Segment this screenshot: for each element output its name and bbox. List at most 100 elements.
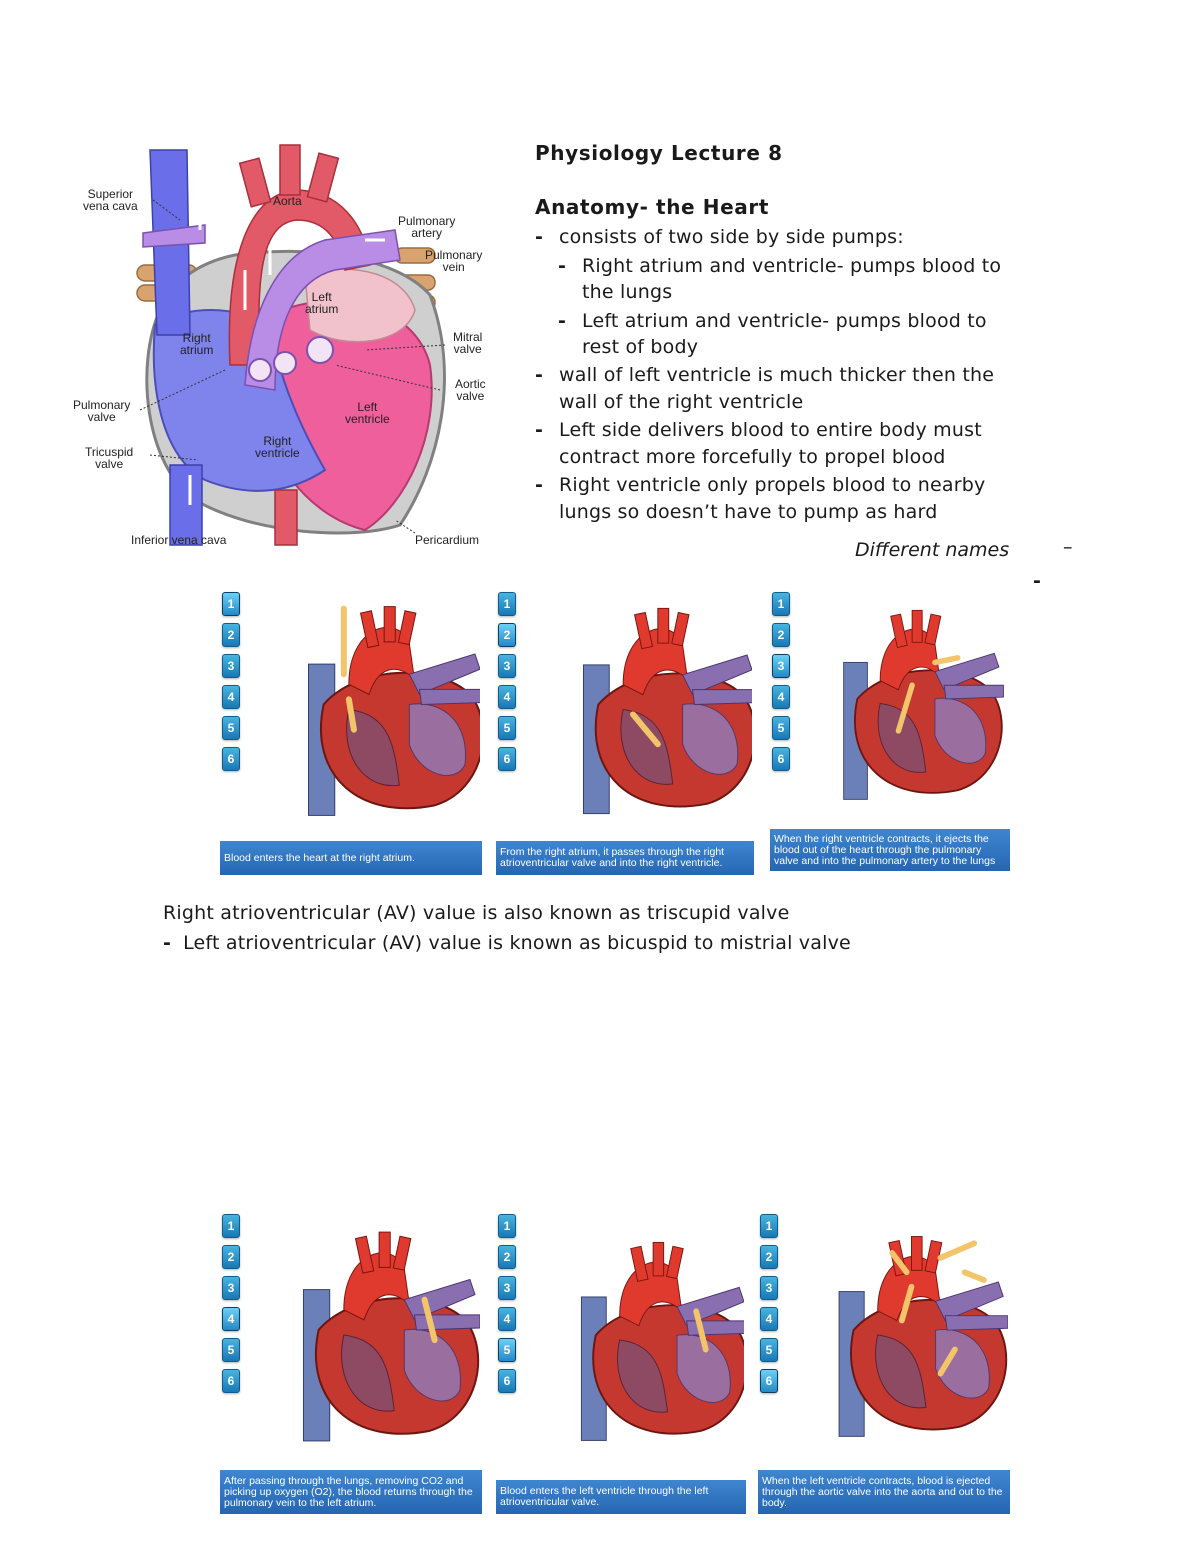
flow-arrow: [937, 1346, 958, 1377]
label-right-ventricle: Right ventricle: [255, 434, 300, 460]
heart-step-illustration: [308, 605, 480, 816]
step-2-button[interactable]: 2: [772, 623, 790, 647]
flow-arrow: [932, 655, 961, 666]
bullet-continuation: the lungs: [582, 281, 673, 303]
bullet-continuation: rest of body: [582, 336, 699, 358]
dash-mark: –: [1063, 536, 1073, 558]
step-button-column: 1 2 3 4 5 6: [496, 1210, 518, 1514]
step-6-button[interactable]: 6: [772, 747, 790, 771]
step-3-button[interactable]: 3: [222, 654, 240, 678]
bullet-item: -Left side delivers blood to entire body…: [535, 419, 982, 441]
step-caption: After passing through the lungs, removin…: [220, 1470, 482, 1514]
flow-arrow: [345, 696, 357, 733]
step-3-button[interactable]: 3: [222, 1276, 240, 1300]
flow-arrow: [630, 711, 661, 748]
bullet-continuation: lungs so doesn’t have to pump as hard: [559, 501, 938, 523]
step-6-button[interactable]: 6: [498, 747, 516, 771]
step-2-button[interactable]: 2: [498, 1245, 516, 1269]
step-1-button[interactable]: 1: [498, 592, 516, 616]
section-heading: Anatomy- the Heart: [535, 195, 770, 219]
label-left-ventricle: Left ventricle: [345, 400, 390, 426]
step-3-button[interactable]: 3: [498, 1276, 516, 1300]
flow-arrow: [421, 1296, 438, 1344]
flow-arrow: [889, 1250, 910, 1276]
step-5-button[interactable]: 5: [498, 1338, 516, 1362]
step-button-column: 1 2 3 4 5 6: [758, 1210, 780, 1514]
step-6-button[interactable]: 6: [760, 1369, 778, 1393]
step-1-button[interactable]: 1: [498, 1214, 516, 1238]
step-4-button[interactable]: 4: [772, 685, 790, 709]
step-5-button[interactable]: 5: [498, 716, 516, 740]
label-tricuspid-valve: Tricuspid valve: [85, 445, 134, 471]
step-3-button[interactable]: 3: [760, 1276, 778, 1300]
left-av-valve-note: -Left atrioventricular (AV) value is kno…: [163, 932, 851, 954]
step-2-button[interactable]: 2: [498, 623, 516, 647]
step-5-button[interactable]: 5: [222, 1338, 240, 1362]
step-caption: Blood enters the left ventricle through …: [496, 1480, 746, 1514]
step-5-button[interactable]: 5: [222, 716, 240, 740]
step-button-column: 1 2 3 4 5 6: [220, 1210, 242, 1514]
label-aortic-valve: Aortic valve: [455, 377, 486, 403]
step-button-column: 1 2 3 4 5 6: [496, 588, 518, 875]
step-1-button[interactable]: 1: [222, 1214, 240, 1238]
step-caption: Blood enters the heart at the right atri…: [220, 841, 482, 875]
step-3-button[interactable]: 3: [498, 654, 516, 678]
step-caption: When the left ventricle contracts, blood…: [758, 1470, 1010, 1514]
step-caption: When the right ventricle contracts, it e…: [770, 829, 1010, 871]
label-left-atrium: Left atrium: [305, 290, 339, 316]
step-4-button[interactable]: 4: [760, 1307, 778, 1331]
heart-step-illustration: [302, 1231, 480, 1442]
bullet-item: -consists of two side by side pumps:: [535, 226, 904, 248]
step-6-button[interactable]: 6: [222, 747, 240, 771]
flow-arrow: [895, 682, 915, 734]
heart-step-illustration: [843, 609, 1004, 800]
step-caption: From the right atrium, it passes through…: [496, 841, 754, 875]
right-av-valve-note: Right atrioventricular (AV) value is als…: [163, 902, 790, 924]
label-pulmonary-valve: Pulmonary valve: [73, 398, 131, 424]
flow-arrow: [898, 1283, 915, 1324]
step-2-button[interactable]: 2: [222, 623, 240, 647]
step-button-column: 1 2 3 4 5 6: [770, 588, 792, 871]
step-1-button[interactable]: 1: [772, 592, 790, 616]
label-pericardium: Pericardium: [415, 533, 480, 547]
flow-arrow: [693, 1308, 709, 1353]
bullet-item: -Left atrium and ventricle- pumps blood …: [558, 310, 987, 332]
step-4-button[interactable]: 4: [498, 1307, 516, 1331]
step-1-button[interactable]: 1: [222, 592, 240, 616]
label-right-atrium: Right atrium: [180, 331, 214, 357]
label-superior-vena-cava: Superior vena cava: [83, 187, 138, 213]
step-2-button[interactable]: 2: [222, 1245, 240, 1269]
step-6-button[interactable]: 6: [498, 1369, 516, 1393]
flow-arrow: [937, 1240, 978, 1261]
lecture-title: Physiology Lecture 8: [535, 141, 783, 165]
label-aorta: Aorta: [273, 194, 302, 208]
step-6-button[interactable]: 6: [222, 1369, 240, 1393]
label-pulmonary-vein: Pulmonary vein: [425, 248, 483, 274]
step-5-button[interactable]: 5: [772, 716, 790, 740]
bullet-continuation: contract more forcefully to propel blood: [559, 446, 946, 468]
heart-anatomy-diagram: Superior vena cava Aorta Pulmonary arter…: [65, 135, 505, 555]
step-4-button[interactable]: 4: [222, 1307, 240, 1331]
heart-step-illustration: [580, 1241, 744, 1441]
bullet-item: -Right atrium and ventricle- pumps blood…: [558, 255, 1002, 277]
step-4-button[interactable]: 4: [222, 685, 240, 709]
step-5-button[interactable]: 5: [760, 1338, 778, 1362]
heart-step-illustration: [838, 1236, 1008, 1437]
step-2-button[interactable]: 2: [760, 1245, 778, 1269]
label-mitral-valve: Mitral valve: [453, 330, 483, 356]
step-3-button[interactable]: 3: [772, 654, 790, 678]
label-inferior-vena-cava: Inferior vena cava: [131, 533, 227, 547]
bullet-item: -Right ventricle only propels blood to n…: [535, 474, 986, 496]
flow-arrow: [961, 1269, 987, 1283]
step-4-button[interactable]: 4: [498, 685, 516, 709]
bullet-continuation: wall of the right ventricle: [559, 391, 804, 413]
step-1-button[interactable]: 1: [760, 1214, 778, 1238]
dash-mark: -: [1033, 570, 1041, 592]
heart-illustration: [136, 144, 446, 546]
